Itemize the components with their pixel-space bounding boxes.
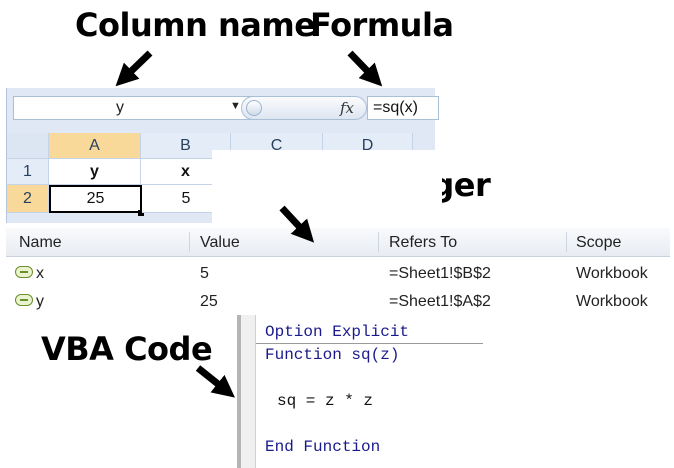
- insert-function-icon[interactable]: fx: [340, 99, 355, 117]
- formula-callout: Formula: [310, 6, 454, 44]
- scope-cell: Workbook: [576, 293, 648, 310]
- defined-name-icon: [15, 294, 33, 306]
- vba-code-window: Option Explicit Function sq(z) sq = z * …: [237, 315, 483, 468]
- name-cell: x: [36, 265, 44, 282]
- refers-to-cell: =Sheet1!$B$2: [389, 265, 491, 282]
- refers-to-cell: =Sheet1!$A$2: [389, 293, 491, 310]
- name-manager-header: Name Value Refers To Scope: [6, 228, 670, 257]
- value-cell: 5: [200, 265, 209, 282]
- header-scope[interactable]: Scope: [576, 234, 622, 251]
- column-name-arrow: [115, 50, 153, 87]
- code-margin: [241, 315, 256, 468]
- name-manager-dialog: Name Value Refers To Scope x 5 =Sheet1!$…: [6, 228, 670, 324]
- option-explicit-line[interactable]: Option Explicit: [265, 323, 410, 341]
- formula-arrow: [347, 50, 383, 87]
- name-row-y[interactable]: y 25 =Sheet1!$A$2 Workbook: [6, 289, 670, 315]
- header-refers-to[interactable]: Refers To: [389, 234, 458, 251]
- name-box[interactable]: y ▼: [13, 96, 271, 120]
- procedure-divider: [256, 343, 483, 344]
- function-body-line[interactable]: sq = z * z: [277, 392, 374, 410]
- value-cell: 25: [200, 293, 218, 310]
- vba-code-arrow: [195, 365, 235, 398]
- name-box-value: y: [116, 99, 124, 116]
- select-all-corner[interactable]: [7, 133, 49, 159]
- column-separator: [566, 232, 567, 252]
- scope-cell: Workbook: [576, 265, 648, 282]
- fill-handle[interactable]: [138, 210, 144, 216]
- formula-bar-controls: fx: [241, 96, 367, 120]
- name-cell: y: [36, 293, 44, 310]
- header-value[interactable]: Value: [200, 234, 240, 251]
- column-header-a[interactable]: A: [49, 133, 141, 159]
- formula-input[interactable]: =sq(x): [367, 96, 439, 120]
- defined-name-icon: [15, 266, 33, 278]
- name-row-x[interactable]: x 5 =Sheet1!$B$2 Workbook: [6, 261, 670, 287]
- chevron-down-icon[interactable]: ▼: [230, 100, 241, 112]
- row-header-2[interactable]: 2: [7, 185, 49, 213]
- function-declaration-line[interactable]: Function sq(z): [265, 346, 400, 364]
- cell-a1[interactable]: y: [49, 159, 141, 185]
- header-name[interactable]: Name: [19, 234, 62, 251]
- row-header-1[interactable]: 1: [7, 159, 49, 185]
- cropped-area: [212, 150, 442, 225]
- end-function-line[interactable]: End Function: [265, 438, 381, 456]
- cell-a2-active[interactable]: 25: [49, 185, 142, 213]
- name-manager-arrow: [279, 205, 315, 243]
- column-name-callout: Column name: [75, 6, 316, 44]
- vba-code-callout: VBA Code: [41, 330, 213, 368]
- column-separator: [189, 232, 190, 252]
- formula-bar-knob-icon[interactable]: [246, 100, 262, 116]
- column-separator: [378, 232, 379, 252]
